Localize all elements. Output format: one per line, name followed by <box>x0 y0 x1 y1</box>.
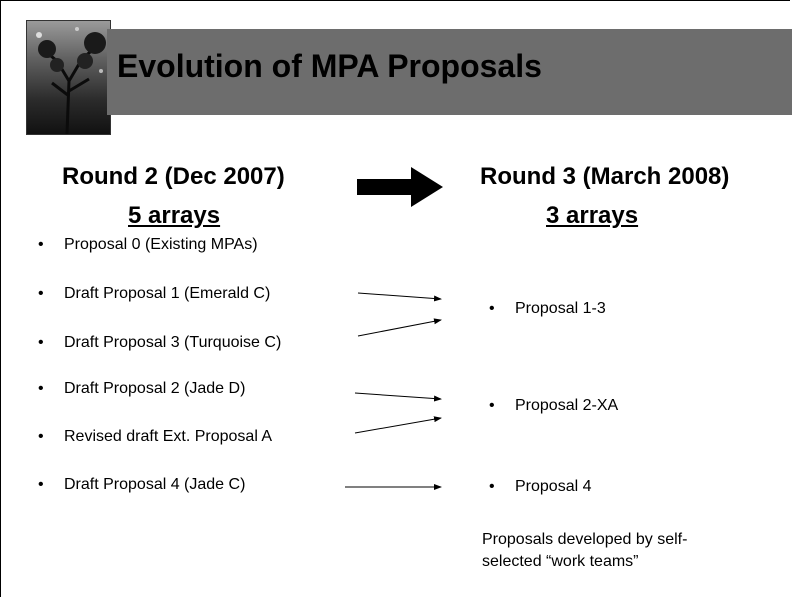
bullet: • <box>38 334 44 351</box>
bullet: • <box>38 285 44 302</box>
right-heading: Round 3 (March 2008) <box>480 163 730 190</box>
left-item: • Proposal 0 (Existing MPAs) <box>38 236 258 254</box>
right-item: • Proposal 2-XA <box>489 397 618 415</box>
bullet: • <box>38 236 44 253</box>
left-item: • Revised draft Ext. Proposal A <box>38 428 272 446</box>
left-item-label: Revised draft Ext. Proposal A <box>64 428 273 445</box>
left-item: • Draft Proposal 3 (Turquoise C) <box>38 334 281 352</box>
bullet: • <box>489 397 495 414</box>
bullet: • <box>38 380 44 397</box>
left-item-label: Draft Proposal 3 (Turquoise C) <box>64 334 282 351</box>
right-item: • Proposal 4 <box>489 478 592 496</box>
bullet: • <box>489 478 495 495</box>
left-item-label: Draft Proposal 2 (Jade D) <box>64 380 246 397</box>
right-item-label: Proposal 2-XA <box>515 397 619 414</box>
right-item-label: Proposal 1-3 <box>515 300 606 317</box>
slide-title: Evolution of MPA Proposals <box>117 48 542 84</box>
arrow-line <box>354 392 442 402</box>
left-item: • Draft Proposal 1 (Emerald C) <box>38 285 270 303</box>
right-subheading: 3 arrays <box>546 202 639 229</box>
left-heading: Round 2 (Dec 2007) <box>62 163 285 190</box>
arrow-line <box>357 318 442 337</box>
arrow-line <box>357 292 442 302</box>
bullet: • <box>38 428 44 445</box>
left-item-label: Draft Proposal 4 (Jade C) <box>64 476 246 493</box>
left-item-label: Draft Proposal 1 (Emerald C) <box>64 285 271 302</box>
right-item: • Proposal 1-3 <box>489 300 606 318</box>
bullet: • <box>38 476 44 493</box>
right-item-label: Proposal 4 <box>515 478 592 495</box>
footnote: Proposals developed by self-selected “wo… <box>482 531 688 570</box>
arrow-line <box>354 416 442 434</box>
big-right-arrow-icon <box>357 165 443 214</box>
title-bar <box>107 29 792 115</box>
tree-silhouette-icon <box>36 27 106 134</box>
bullet: • <box>489 300 495 317</box>
left-item-label: Proposal 0 (Existing MPAs) <box>64 236 258 253</box>
left-item: • Draft Proposal 2 (Jade D) <box>38 380 245 398</box>
photo-thumbnail <box>26 20 111 135</box>
left-item: • Draft Proposal 4 (Jade C) <box>38 476 245 494</box>
left-subheading: 5 arrays <box>128 202 221 229</box>
